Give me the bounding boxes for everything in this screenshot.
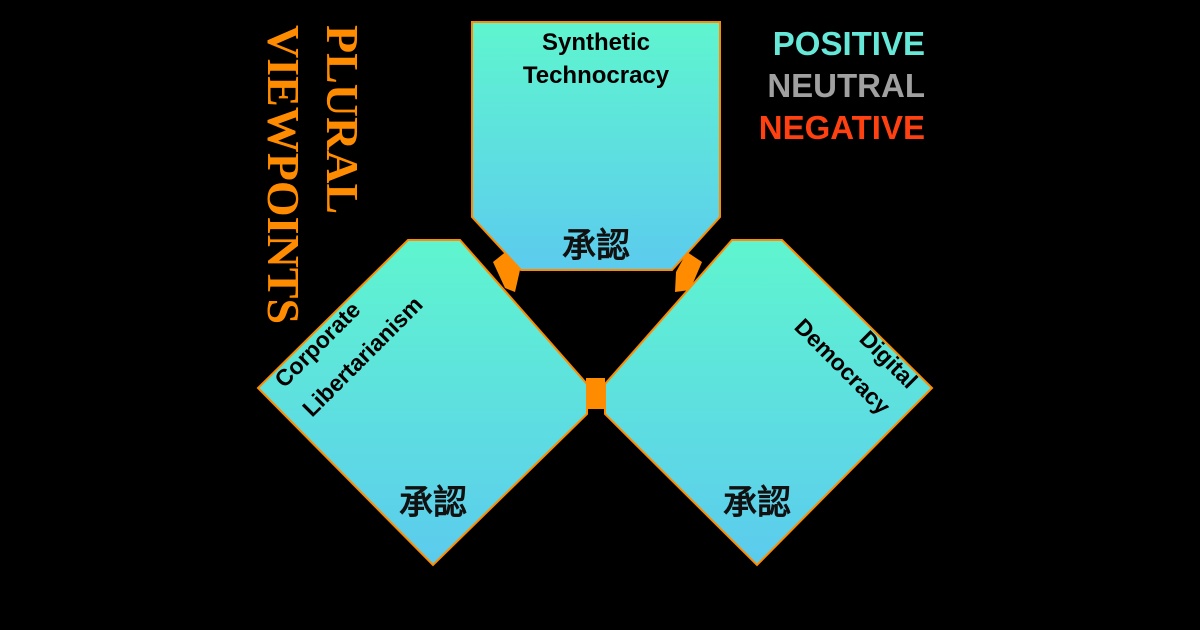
title-plural: PLURAL: [317, 25, 368, 214]
synthetic-technocracy-line1: Synthetic: [542, 29, 650, 56]
connector-top-right: [675, 252, 702, 292]
digital-democracy-glyph: 承認: [723, 483, 791, 523]
title-viewpoints: VIEWPOINTS: [258, 25, 309, 324]
synthetic-technocracy-line2: Technocracy: [523, 62, 670, 89]
legend-positive: POSITIVE: [773, 25, 925, 62]
connector-left-right: [586, 378, 605, 409]
panel-synthetic-technocracy: [471, 21, 721, 271]
synthetic-technocracy-glyph: 承認: [562, 226, 630, 266]
panel-corporate-libertarianism: [256, 239, 588, 567]
legend-negative: NEGATIVE: [759, 109, 925, 146]
corporate-libertarianism-glyph: 承認: [399, 483, 467, 523]
panel-digital-democracy: [604, 239, 934, 567]
legend-neutral: NEUTRAL: [767, 67, 925, 104]
